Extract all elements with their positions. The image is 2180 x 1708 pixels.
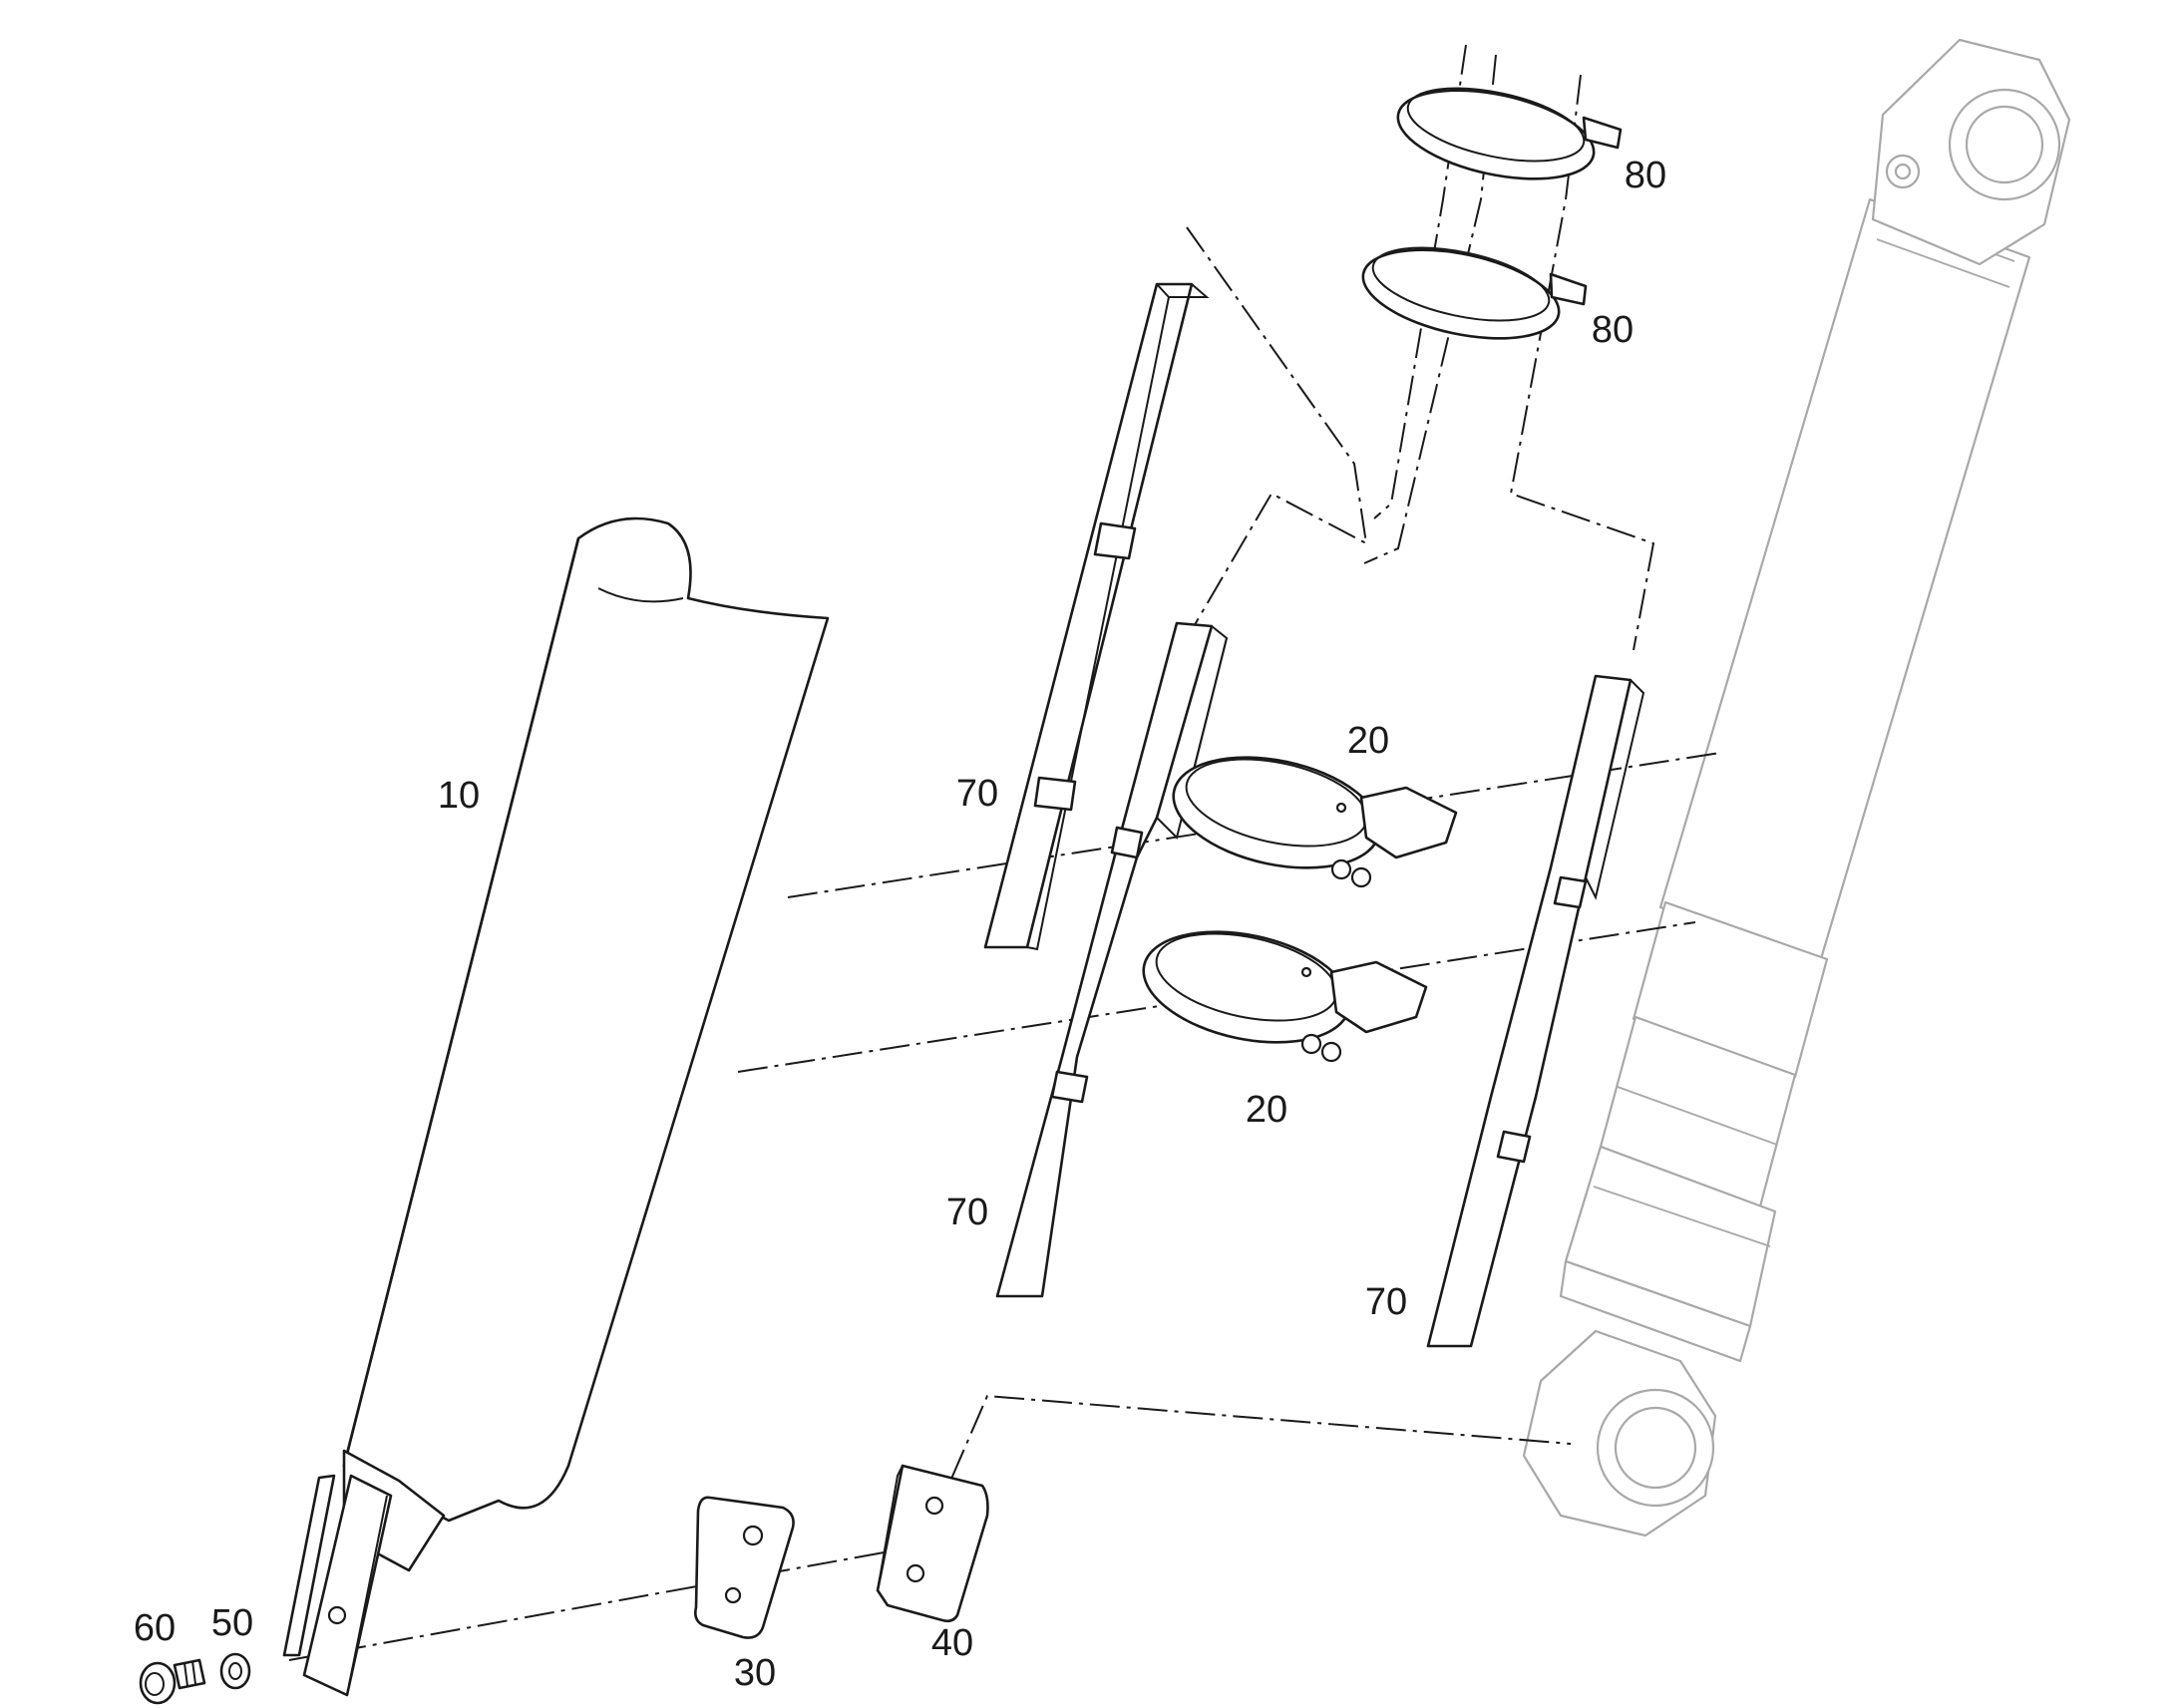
part-60-socket-screw bbox=[139, 1658, 206, 1705]
part-70-slide-strip-left bbox=[983, 282, 1210, 951]
callout-70-right: 70 bbox=[1365, 1281, 1407, 1323]
part-70-slide-strip-right bbox=[1426, 674, 1645, 1348]
part-30-plate bbox=[694, 1496, 795, 1639]
part-20-clamp-ring-upper bbox=[1172, 756, 1458, 888]
callout-10: 10 bbox=[438, 775, 480, 817]
callout-30: 30 bbox=[734, 1652, 776, 1694]
part-50-washer bbox=[219, 1652, 251, 1690]
callout-60: 60 bbox=[134, 1607, 176, 1649]
part-10-guard-sleeve bbox=[282, 516, 830, 1697]
callout-20-lower: 20 bbox=[1246, 1089, 1287, 1131]
hydraulic-cylinder-reference bbox=[1522, 38, 2071, 1537]
part-20-clamp-ring-lower bbox=[1142, 930, 1428, 1063]
part-80-hose-clamp-upper bbox=[1396, 87, 1623, 180]
callout-50: 50 bbox=[211, 1602, 253, 1644]
callout-80-lower: 80 bbox=[1592, 309, 1634, 351]
part-80-hose-clamp-lower bbox=[1361, 246, 1588, 340]
callout-70-middle: 70 bbox=[946, 1192, 988, 1233]
part-70-slide-strip-middle bbox=[995, 621, 1229, 1298]
callout-40: 40 bbox=[931, 1622, 973, 1664]
part-40-block bbox=[876, 1464, 989, 1623]
callout-20-upper: 20 bbox=[1347, 720, 1389, 762]
callout-70-left: 70 bbox=[956, 773, 998, 815]
callout-80-upper: 80 bbox=[1625, 155, 1666, 196]
callout-labels: 10 20 20 30 40 50 60 70 70 70 80 80 bbox=[134, 155, 1666, 1694]
